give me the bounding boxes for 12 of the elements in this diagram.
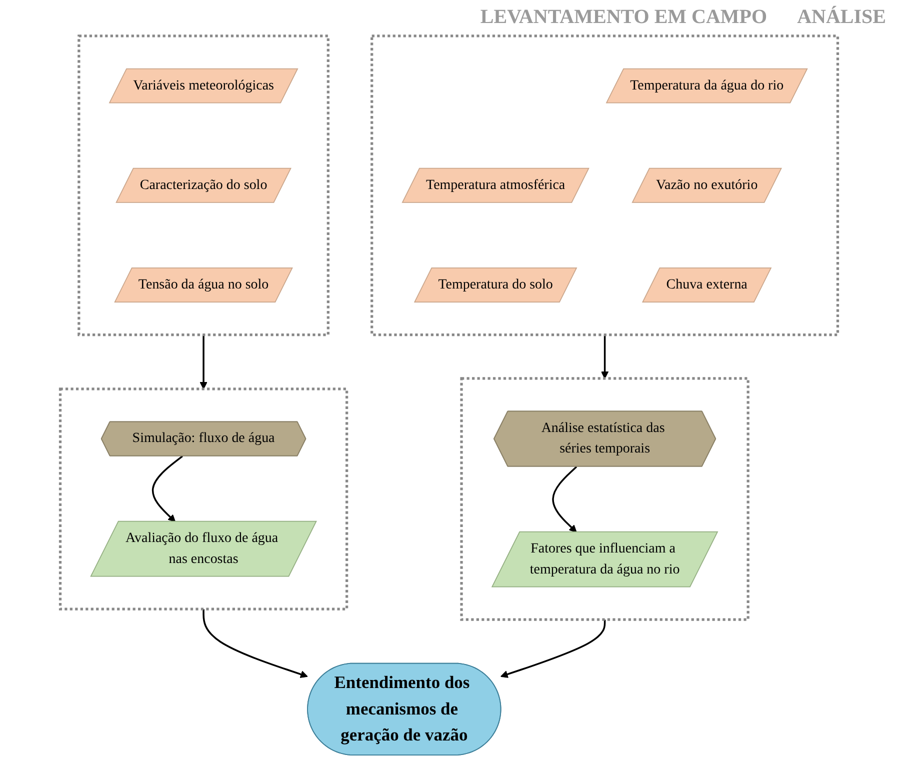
section-heading: LEVANTAMENTO EM CAMPO [480, 6, 768, 29]
cluster [58, 388, 348, 610]
cluster [370, 34, 840, 336]
arrow [202, 609, 308, 678]
arrow [552, 466, 578, 533]
cluster [78, 34, 330, 336]
arrow [200, 334, 208, 390]
arrow [600, 334, 609, 379]
section-heading: ANÁLISE [797, 6, 886, 29]
cluster [460, 377, 750, 621]
arrow [500, 620, 606, 678]
arrow [152, 456, 183, 522]
